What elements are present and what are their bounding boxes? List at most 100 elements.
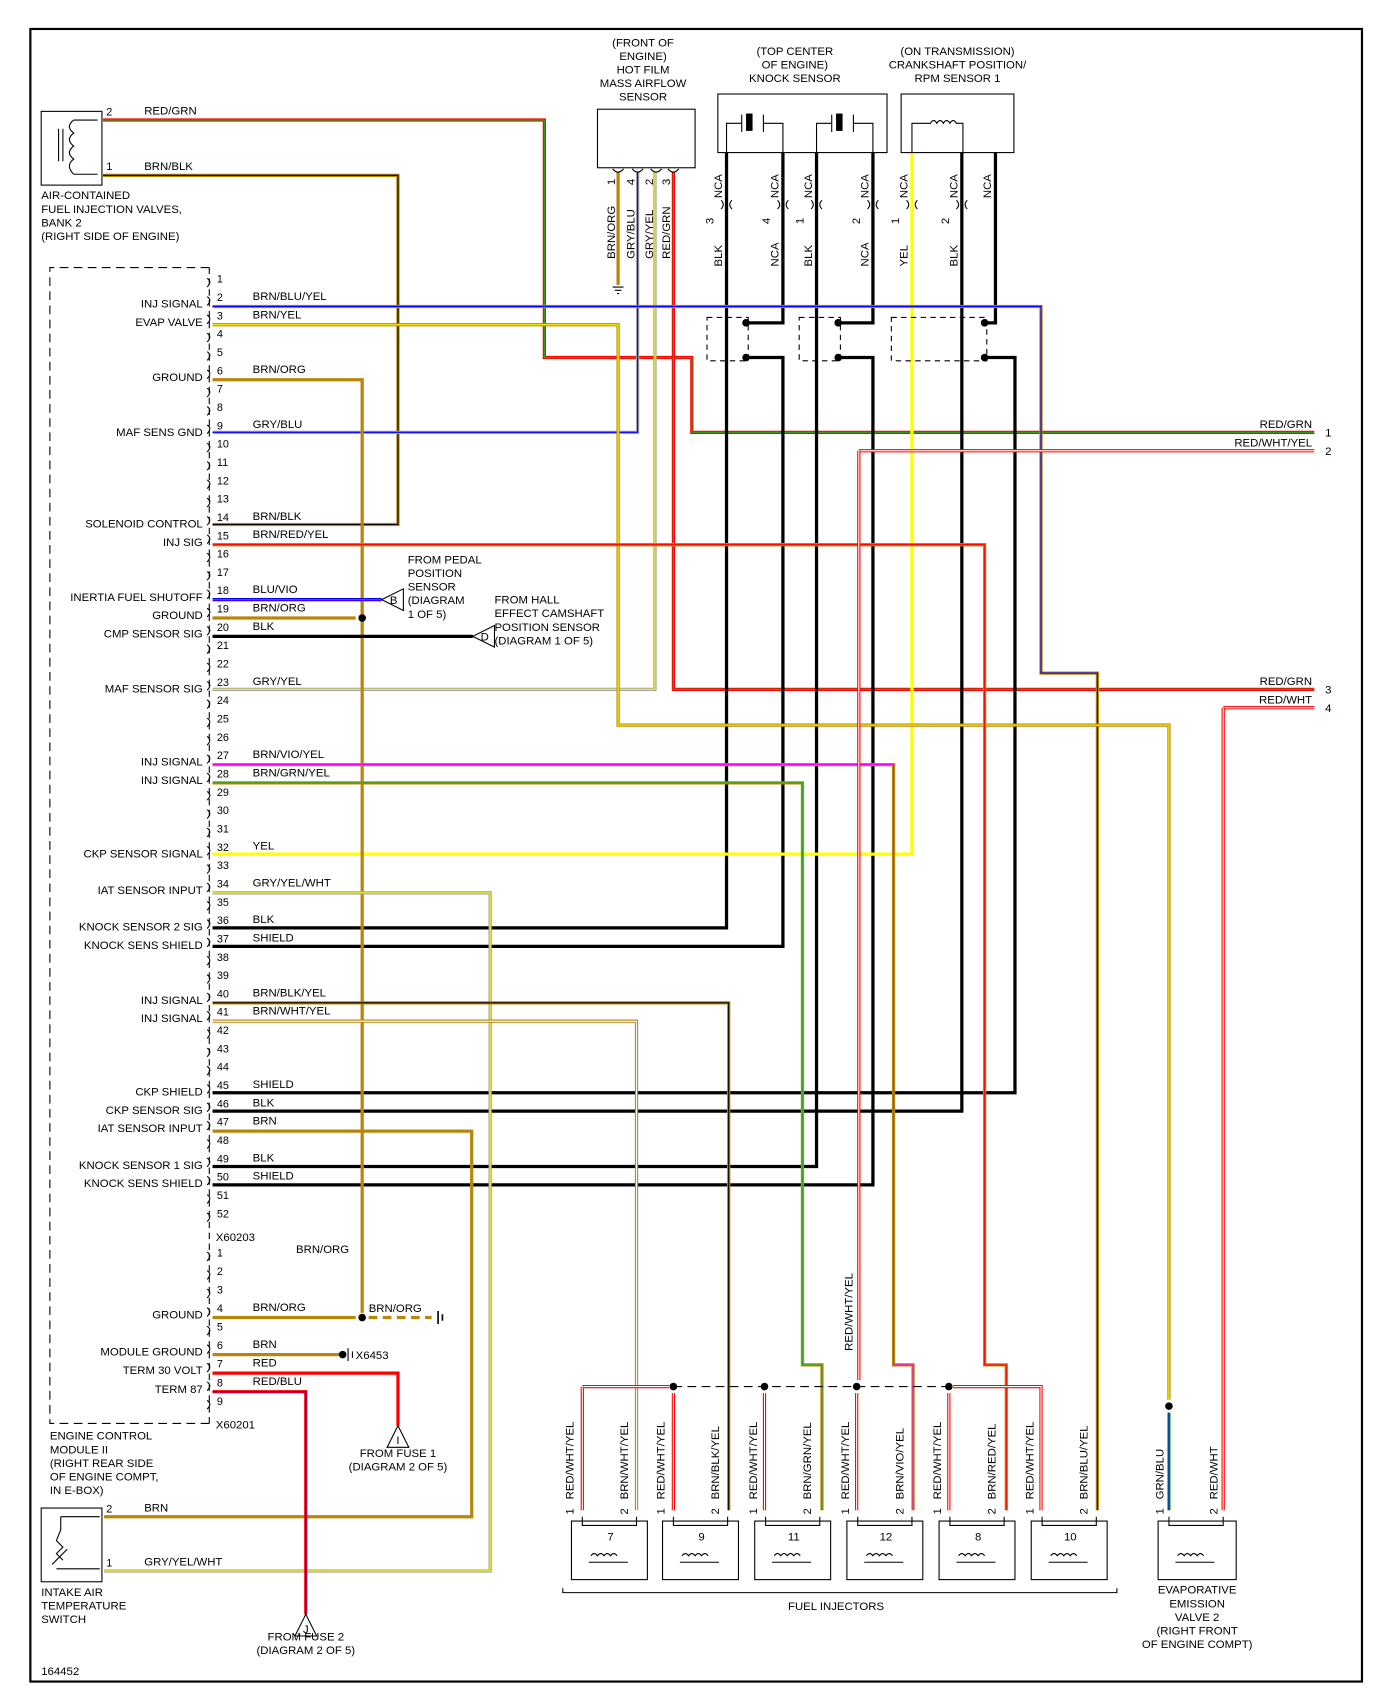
ckp-sensor-name: (ON TRANSMISSION) <box>900 46 1014 58</box>
ecm-x60203-pin-number: 44 <box>217 1062 229 1074</box>
pin-connector-icon <box>650 168 662 173</box>
ecm-x60201-pin-number: 2 <box>217 1266 223 1278</box>
ecm-x60203-wire-label: SHIELD <box>253 932 294 944</box>
injector-pin-number: 1 <box>1024 1508 1036 1514</box>
injector-circuit-icon <box>672 1516 729 1526</box>
ecm-name: (RIGHT REAR SIDE <box>50 1458 154 1470</box>
injector-number: 11 <box>788 1532 800 1544</box>
pin-connector-icon <box>206 937 211 948</box>
pin-connector-icon <box>206 1120 211 1131</box>
pin-connector-icon <box>206 644 211 654</box>
ecm-x60201-wire-label: RED/BLU <box>253 1376 302 1388</box>
ecm-x60203-pin-number: 9 <box>217 420 223 432</box>
ecm-x60203-wire-label: GRY/YEL/WHT <box>253 877 331 889</box>
ref-d-hall-camshaft-text: POSITION SENSOR <box>494 622 600 634</box>
ecm-name: OF ENGINE COMPT, <box>50 1471 159 1483</box>
pin-connector-icon <box>206 626 211 636</box>
ecm-x60201-wire-label: BRN <box>253 1339 277 1351</box>
pin-connector-icon <box>206 1157 211 1168</box>
knock-wire-label: BLK <box>713 245 725 267</box>
ecm-x60203-wire-label: BRN/BLK <box>253 511 302 523</box>
injector-pin2-wire-label: BRN/BLU/YEL <box>1079 1425 1091 1499</box>
injector-coil-icon <box>956 1553 996 1563</box>
ecm-x60203-pin-number: 16 <box>217 549 229 561</box>
pin-connector-icon <box>206 791 211 801</box>
ref-d-hall-camshaft-text: FROM HALL <box>494 595 559 607</box>
shield-splice-dot <box>980 319 989 327</box>
injector-pin-number: 1 <box>748 1508 760 1514</box>
fuel-valve-bank2-box <box>40 110 103 186</box>
fuel-valve-bank2-name: (RIGHT SIDE OF ENGINE) <box>41 231 179 243</box>
pin-connector-icon <box>206 314 211 325</box>
ecm-x60203-pin-number: 49 <box>217 1153 229 1165</box>
pin-connector-icon <box>206 406 211 416</box>
ecm-x60203-pin-function: MAF SENSOR SIG <box>105 683 203 695</box>
injector-pin-number: 2 <box>1079 1508 1091 1514</box>
injector-circuit-icon <box>1041 1516 1097 1526</box>
pin-connector-icon <box>206 1047 211 1058</box>
ecm-x60203-pin-number: 20 <box>217 622 229 634</box>
ecm-x60203-pin-number: 37 <box>217 933 229 945</box>
ecm-x60201-pin-number: 3 <box>217 1285 223 1297</box>
ecm-x60203-pin-number: 6 <box>217 365 223 377</box>
maf-wire-gry-yel-stripe <box>212 172 656 690</box>
maf-sensor-box <box>596 108 696 169</box>
ecm-x60203-pin-function: INJ SIGNAL <box>141 757 203 769</box>
pin-connector-icon <box>206 754 211 764</box>
ecm-x60203-pin-function: GROUND <box>152 372 203 384</box>
ckp-pin-number: 2 <box>940 218 952 224</box>
ref-j-fuse2-icon <box>294 1613 318 1637</box>
evap-pin1-wire-label: GRN/BLU <box>1155 1449 1167 1500</box>
pin-connector-icon <box>206 1029 211 1039</box>
ecm-x60203-pin-function: GROUND <box>152 610 203 622</box>
injector-7-box <box>570 1520 648 1581</box>
ckp-coil-icon <box>911 120 964 153</box>
pin-connector-icon <box>206 1102 211 1113</box>
piezo-crystal-icon <box>836 113 843 131</box>
injector-coil-icon <box>772 1553 812 1563</box>
knock-wire-label: BLK <box>803 245 815 267</box>
iat-sensor-input-wire-stripe <box>104 892 491 1572</box>
ecm-x60203-wire-label: BRN <box>253 1116 277 1128</box>
pin-connector-icon <box>206 1139 211 1149</box>
wire-brn-blk <box>103 173 400 527</box>
pin-connector-icon <box>206 955 211 966</box>
ecm-x60203-pin-function: IAT SENSOR INPUT <box>98 885 203 897</box>
injector-pin2-wire-label: BRN/BLK/YEL <box>710 1426 722 1499</box>
ecm-x60203-pin-number: 48 <box>217 1135 229 1147</box>
injector-pin1-wire-label: RED/WHT/YEL <box>656 1422 668 1500</box>
ecm-x60203-pin-function: CKP SHIELD <box>135 1087 202 1099</box>
shield-splice-dot <box>834 353 843 362</box>
knock-nca-label: NCA <box>860 174 872 198</box>
pin-connector-icon <box>206 736 211 746</box>
ecm-x60201-pin-function: GROUND <box>152 1310 203 1322</box>
pin-connector-icon <box>206 662 211 673</box>
evap-valve-wire <box>212 323 1171 1400</box>
pin-connector-icon <box>206 974 211 984</box>
wire-red-grn-1 <box>103 118 1315 434</box>
ckp-nca-label: NCA <box>982 174 994 198</box>
injector-coil-icon <box>864 1553 904 1563</box>
pin-connector-icon <box>206 772 211 783</box>
iat-switch-name: TEMPERATURE <box>41 1600 127 1612</box>
injector-pin-number: 2 <box>894 1508 906 1514</box>
maf-wire-label: RED/GRN <box>661 206 673 258</box>
pin-connector-icon <box>206 900 211 911</box>
ecm-x60203-pin-function: INJ SIGNAL <box>141 299 203 311</box>
wire-label: BRN/BLK <box>144 161 193 173</box>
ecm-x60203-pin-number: 3 <box>217 310 223 322</box>
ecm-x60203-wire-label: BRN/BLU/YEL <box>253 291 327 303</box>
ecm-x60203-wire-label: BLK <box>253 1097 275 1109</box>
ecm-x60203-wire-label: BRN/RED/YEL <box>253 529 329 541</box>
pin-connector-icon <box>206 552 211 563</box>
ground-splice-dot <box>358 1313 366 1322</box>
ecm-x60201-pin-number: 5 <box>217 1322 223 1334</box>
ecm-x60203-pin-function: INJ SIGNAL <box>141 1013 203 1025</box>
shield-splice-dot <box>834 319 843 327</box>
ecm-x60203-pin-number: 17 <box>217 567 229 579</box>
ref-i-fuse1-letter: I <box>396 1435 399 1447</box>
offpage-connector-number: 3 <box>1325 685 1331 697</box>
ecm-x60203-pin-number: 30 <box>217 805 229 817</box>
ref-d-hall-camshaft-icon <box>471 624 496 649</box>
injector-group-label: FUEL INJECTORS <box>788 1601 884 1613</box>
